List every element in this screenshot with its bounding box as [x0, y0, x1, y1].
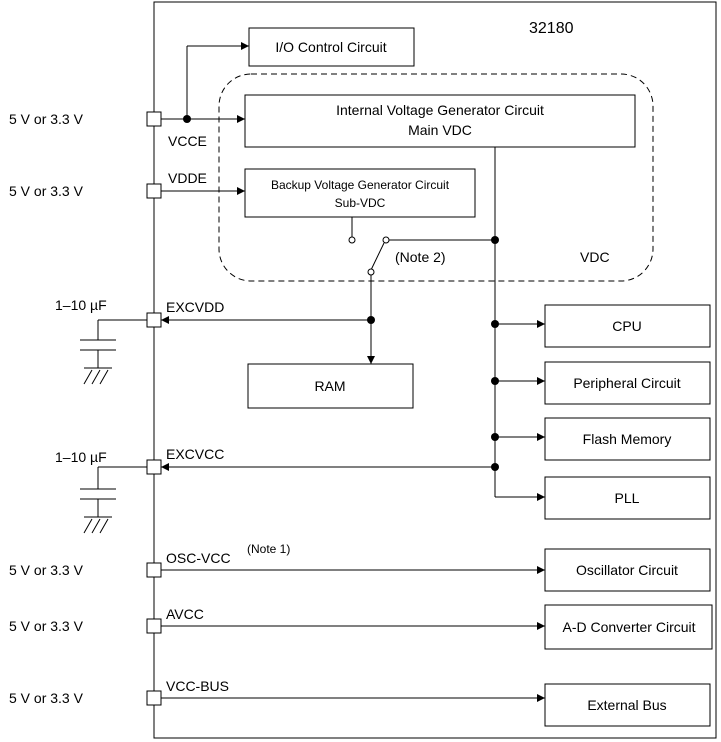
capacitor-excvcc [80, 466, 147, 534]
switch-note: (Note 2) [395, 249, 446, 265]
vdc-region [218, 73, 654, 282]
switch-contact-main [382, 236, 390, 244]
pin-vcc-bus [146, 690, 162, 706]
ram-block [247, 363, 414, 409]
pin-excvcc [146, 459, 162, 475]
pll-block [544, 476, 711, 520]
pin-vcce [146, 111, 162, 127]
pin-vdde [146, 183, 162, 199]
pin-avcc [146, 618, 162, 634]
junction-excvdd [367, 316, 375, 324]
adc-label: A-D Converter Circuit [562, 619, 695, 635]
cap-excvcc-label: 1–10 µF [55, 449, 107, 465]
io-control-block [248, 27, 415, 67]
supply-avcc-label: 5 V or 3.3 V [9, 618, 84, 634]
pin-excvdd [146, 312, 162, 328]
main-vdc-label-2: Main VDC [408, 122, 472, 138]
supply-vcce-label: 5 V or 3.3 V [9, 111, 84, 127]
pin-avcc-label: AVCC [166, 606, 204, 622]
adc-block [544, 604, 713, 650]
cpu-block [544, 304, 711, 348]
chip-outline [153, 1, 717, 739]
cap-excvdd-label: 1–10 µF [55, 297, 107, 313]
ram-label: RAM [314, 378, 345, 394]
switch-contact-backup [348, 236, 356, 244]
main-vdc-label-1: Internal Voltage Generator Circuit [336, 102, 544, 118]
pin-excvcc-label: EXCVCC [166, 446, 224, 462]
pin-excvdd-label: EXCVDD [166, 299, 224, 315]
supply-bus-label: 5 V or 3.3 V [9, 690, 84, 706]
external-bus-label: External Bus [587, 697, 666, 713]
switch-pivot [367, 268, 375, 276]
junction-excvcc [491, 463, 499, 471]
pin-osc-vcc [146, 562, 162, 578]
pin-vdde-label: VDDE [168, 170, 207, 186]
pin-osc-vcc-label: OSC-VCC [166, 550, 231, 566]
junction-cpu [491, 320, 499, 328]
oscillator-label: Oscillator Circuit [576, 562, 678, 578]
peripheral-label: Peripheral Circuit [573, 375, 680, 391]
pin-vcce-label: VCCE [168, 133, 207, 149]
junction-flash [491, 433, 499, 441]
flash-block [544, 417, 711, 461]
capacitor-excvdd [80, 319, 147, 385]
oscillator-block [544, 548, 711, 592]
chip-title: 32180 [529, 20, 574, 37]
main-vdc-block [244, 94, 636, 148]
backup-vdc-block [244, 168, 476, 218]
vdc-label: VDC [580, 249, 610, 265]
backup-vdc-label-1: Backup Voltage Generator Circuit [271, 178, 450, 192]
peripheral-block [544, 361, 711, 405]
pll-label: PLL [615, 490, 640, 506]
junction-switch [491, 236, 499, 244]
external-bus-block [544, 683, 711, 727]
io-control-label: I/O Control Circuit [275, 39, 386, 55]
cpu-label: CPU [612, 318, 642, 334]
flash-label: Flash Memory [583, 431, 672, 447]
switch-lever [370, 242, 385, 271]
junction-vcce [183, 115, 191, 123]
pin-osc-vcc-note: (Note 1) [247, 542, 290, 556]
junction-peripheral [491, 377, 499, 385]
supply-vdde-label: 5 V or 3.3 V [9, 183, 84, 199]
supply-osc-label: 5 V or 3.3 V [9, 562, 84, 578]
backup-vdc-label-2: Sub-VDC [335, 196, 386, 210]
pin-vcc-bus-label: VCC-BUS [166, 678, 229, 694]
